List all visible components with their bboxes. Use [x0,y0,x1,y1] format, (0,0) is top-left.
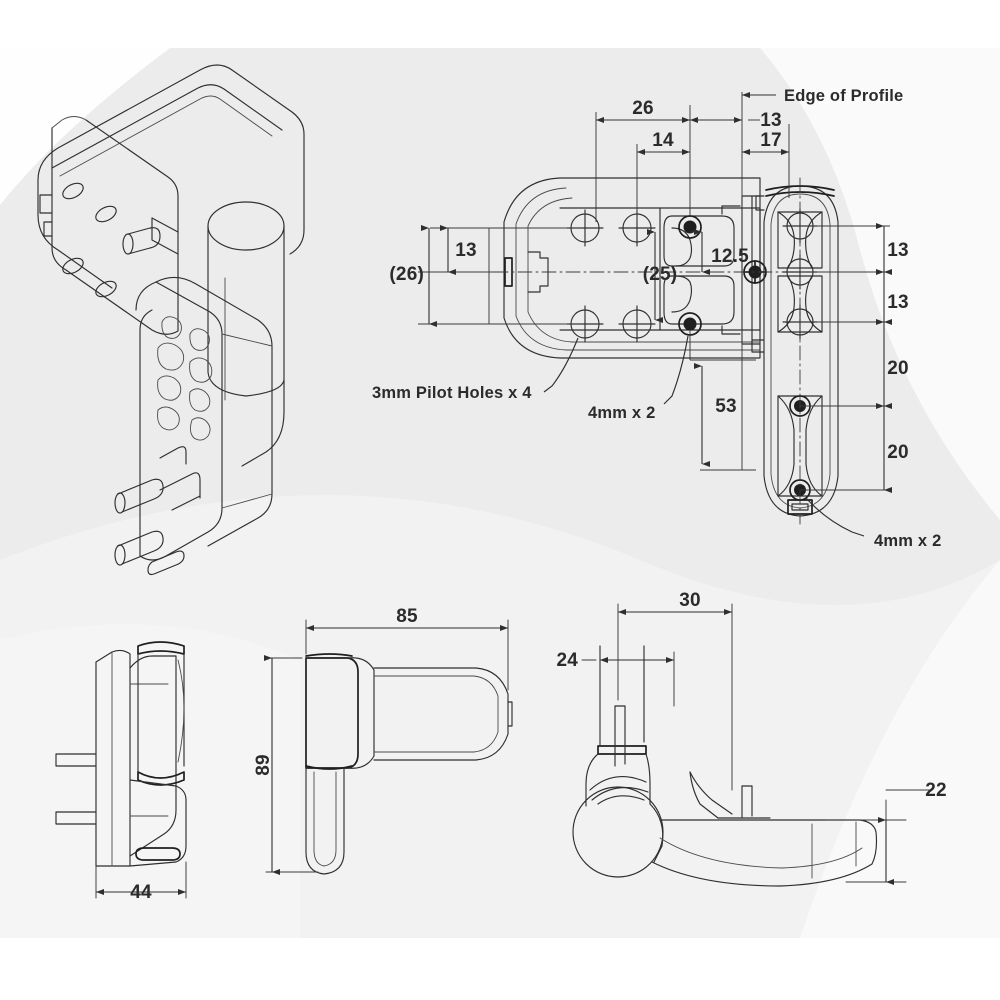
dim-13-r2-label: 13 [887,292,909,313]
dim-13-top-label: 13 [760,110,782,131]
br-spur-left [689,771,719,819]
dim-17-label: 17 [760,130,782,151]
plan-pocket-tr [663,215,735,267]
view-isometric [37,64,305,576]
swoosh-top-left [0,48,170,205]
iso-pocket-6 [189,388,211,412]
iso-hole-3 [62,257,84,275]
leader-4mm-profile [805,497,865,537]
iso-pocket-3 [157,342,185,371]
iso-pocket-1 [161,316,182,339]
iso-pin-lower-2 [114,544,126,566]
dim-20-r1-label: 20 [887,358,909,379]
view-bottom-right: 30 24 22 [556,590,947,887]
label-edge-of-profile: Edge of Profile [784,87,903,105]
iso-pin-head [122,233,134,255]
dims-plan-left: 13 (26) (25) 12.5 [389,225,749,327]
label-4mm-plan: 4mm x 2 [588,404,655,422]
dim-13-left-label: 13 [455,240,477,261]
dim-26-label: 26 [632,98,654,119]
br-knuckle-arc1 [589,775,647,791]
bl-cylinder-base [137,771,185,786]
swoosh-bottom-right [800,560,1000,938]
iso-pocket-7 [157,406,180,431]
dim-25-paren-label: (25) [643,264,678,285]
iso-hole-4 [95,280,117,298]
leader-4mm-plan [663,335,689,405]
br-knuckle-left [585,753,599,807]
plan-left-tab [504,257,513,287]
bm-base-block [305,657,359,769]
dims-plan-top: 26 13 14 17 Edge of Profile [595,87,903,330]
swoosh-bottom [0,495,1000,938]
leader-notes: 3mm Pilot Holes x 4 4mm x 2 4mm x 2 [372,335,941,550]
label-pilot-holes: 3mm Pilot Holes x 4 [372,384,532,402]
iso-pin-lower-1 [114,492,126,514]
br-lever-bottom [651,831,878,887]
view-bottom-mid: 85 89 [253,606,513,875]
bm-spigot [305,767,345,875]
leader-pilot-holes [543,337,579,393]
bl-pin-1 [55,753,97,767]
bl-foot-slot [135,847,181,861]
dim-13-r1-label: 13 [887,240,909,261]
dim-14-label: 14 [652,130,674,151]
plan-pocket-br [663,275,735,325]
label-4mm-profile: 4mm x 2 [874,532,941,550]
iso-pocket-8 [189,417,211,441]
dims-53: 53 [689,330,756,471]
iso-hole-1 [62,182,84,200]
dims-profile-right: 13 13 20 20 [800,223,909,493]
dim-26-paren-label: (26) [389,264,424,285]
swoosh-bottom-left [0,624,300,938]
dim-44-label: 44 [130,882,152,903]
dim-89-label: 89 [253,754,274,776]
plan-outer-shell [503,177,761,359]
iso-pocket-5 [157,375,182,401]
bl-backplate [95,649,131,867]
dim-30-label: 30 [679,590,701,611]
bl-pin-2 [55,811,97,825]
dim-125-label: 12.5 [711,246,749,267]
br-knuckle-arc2 [591,786,649,801]
iso-bottom-slot [147,550,185,576]
dim-53-label: 53 [715,396,737,417]
dim-20-r2-label: 20 [887,442,909,463]
pilot-hole-4 [618,305,656,343]
dim-22-label: 22 [925,780,947,801]
br-spur-pin [741,785,753,819]
iso-hole-2 [95,205,117,223]
iso-pocket-2 [189,328,210,351]
iso-pocket-4 [189,357,213,383]
view-bottom-left: 44 [55,641,187,903]
dim-85-label: 85 [396,606,418,627]
dim-24-label: 24 [556,650,578,671]
bm-handle-body [373,667,509,761]
br-internal-pin [614,705,626,767]
profile-pocket-1 [777,211,823,269]
